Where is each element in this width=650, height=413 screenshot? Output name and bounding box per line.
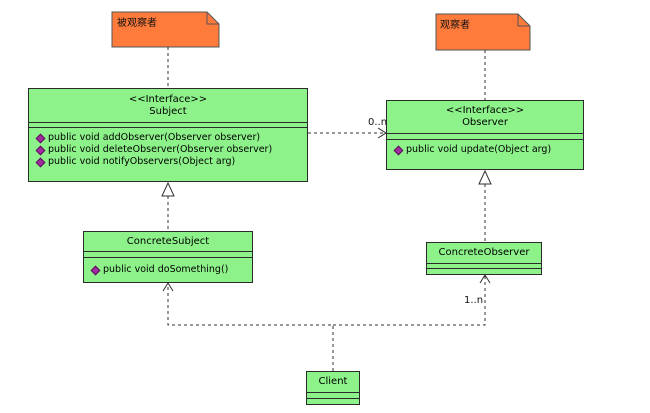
operation-icon: [35, 145, 46, 155]
operation-text: public void addObserver(Observer observe…: [48, 132, 261, 143]
operation-text: public void doSomething(): [103, 264, 229, 275]
concrete-observer-name: ConcreteObserver: [438, 247, 530, 258]
observer-note-shape: [435, 13, 531, 51]
subject-stereotype: <<Interface>>: [128, 93, 208, 105]
observer-note-label: 观察者: [440, 20, 470, 31]
client-to-concrete-observer: [333, 276, 486, 326]
observer-note-fold: [517, 14, 530, 27]
subject-operations: public void addObserver(Observer observe…: [29, 127, 307, 170]
concrete-subject-operations: public void doSomething(): [84, 257, 252, 278]
subject-operation: public void addObserver(Observer observe…: [35, 132, 301, 144]
concrete-subject-class[interactable]: ConcreteSubject public void doSomething(…: [83, 231, 253, 283]
subject-name: Subject: [149, 105, 187, 117]
concrete-observer-class[interactable]: ConcreteObserver: [426, 242, 542, 275]
operation-icon: [35, 157, 46, 167]
client-to-concrete-subject: [167, 284, 334, 371]
subject-observer-multiplicity: 0..n: [368, 117, 388, 128]
concrete-subject-operation: public void doSomething(): [90, 264, 246, 276]
operation-icon: [393, 145, 404, 155]
client-class[interactable]: Client: [306, 371, 360, 405]
client-to-concrete-subject-arrowhead: [162, 282, 174, 292]
observer-operations: public void update(Object arg): [387, 139, 583, 158]
subject-class[interactable]: <<Interface>> Subject public void addObs…: [28, 88, 308, 182]
subject-note-fold: [206, 12, 219, 25]
subject-note-shape: [111, 11, 220, 48]
operation-icon: [90, 265, 101, 275]
operation-text: public void update(Object arg): [406, 144, 552, 155]
client-concrete-observer-multiplicity: 1..n: [464, 295, 484, 306]
subject-operation: public void notifyObservers(Object arg): [35, 156, 301, 168]
subject-operation: public void deleteObserver(Observer obse…: [35, 144, 301, 156]
subject-note-label: 被观察者: [117, 18, 157, 29]
concrete-subject-realization-head: [161, 181, 175, 197]
client-name: Client: [318, 376, 348, 387]
observer-class[interactable]: <<Interface>> Observer public void updat…: [386, 100, 584, 170]
operation-text: public void notifyObservers(Object arg): [48, 156, 236, 167]
operation-icon: [35, 133, 46, 143]
observer-name: Observer: [462, 117, 508, 128]
observer-stereotype: <<Interface>>: [445, 105, 525, 116]
client-to-concrete-observer-arrowhead: [479, 274, 491, 284]
concrete-observer-realization-head: [478, 169, 492, 185]
operation-text: public void deleteObserver(Observer obse…: [48, 144, 273, 155]
concrete-subject-name: ConcreteSubject: [126, 235, 210, 247]
observer-operation: public void update(Object arg): [393, 144, 577, 156]
